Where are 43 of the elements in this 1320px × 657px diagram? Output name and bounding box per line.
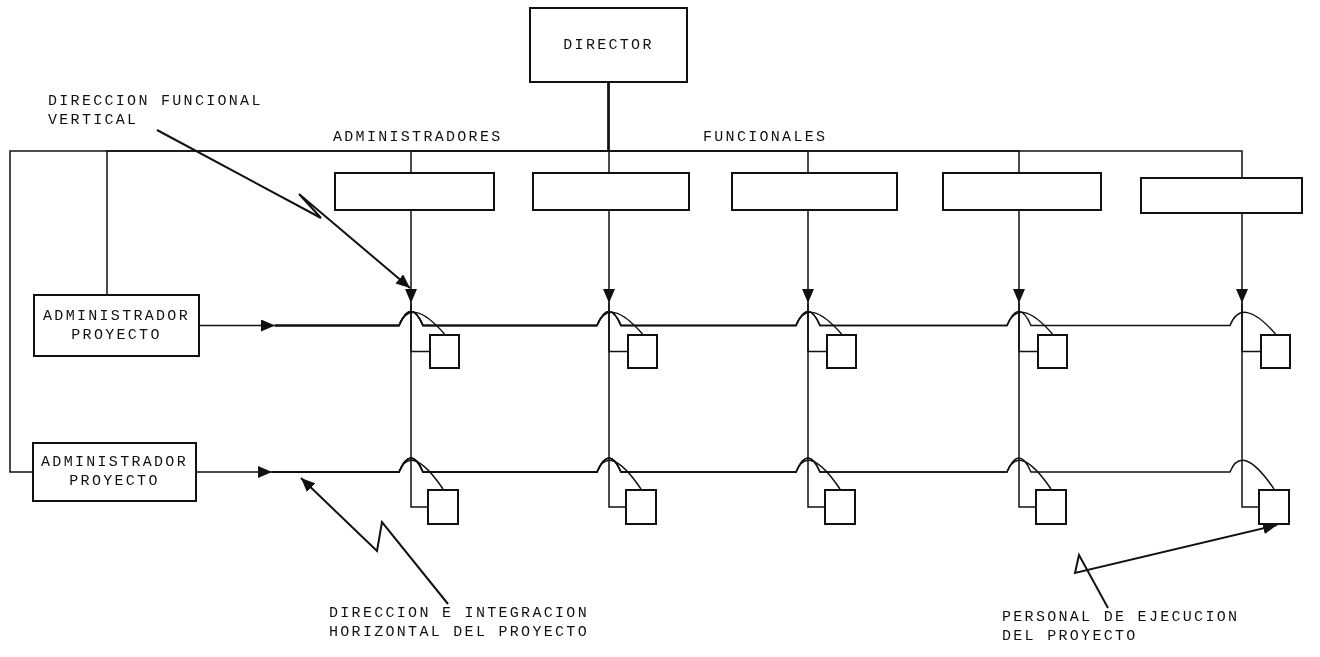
leader-line	[300, 477, 449, 605]
line-label: ADMINISTRADORES	[333, 130, 503, 146]
empty-box	[429, 334, 460, 369]
connector-line	[807, 302, 825, 508]
empty-box	[625, 489, 657, 525]
role-box	[33, 294, 200, 357]
connector-line	[271, 457, 1275, 490]
connector-line	[1018, 302, 1036, 508]
connector-line	[1013, 210, 1025, 304]
empty-box	[1260, 334, 1291, 369]
box-label: ADMINISTRADOR PROYECTO	[40, 453, 189, 491]
empty-box	[1035, 489, 1067, 525]
connector-line	[196, 466, 273, 478]
connector-line	[1241, 302, 1259, 508]
annotation-text: PERSONAL DE EJECUCION DEL PROYECTO	[1002, 608, 1264, 646]
empty-box	[334, 172, 495, 211]
line-label: FUNCIONALES	[703, 130, 828, 146]
connector-line	[410, 302, 428, 508]
leader-line	[156, 129, 411, 289]
connector-line	[274, 310, 1277, 335]
empty-box	[731, 172, 898, 211]
empty-box	[942, 172, 1102, 211]
connector-line	[199, 319, 276, 332]
role-box	[529, 7, 688, 83]
connector-line	[405, 210, 417, 304]
empty-box	[1140, 177, 1303, 214]
empty-box	[1258, 489, 1290, 525]
empty-box	[826, 334, 857, 369]
annotation-text: DIRECCION FUNCIONAL VERTICAL	[48, 92, 308, 130]
connector-line	[1236, 213, 1248, 304]
empty-box	[427, 489, 459, 525]
role-box	[32, 442, 197, 502]
connector-line	[802, 210, 814, 304]
empty-box	[824, 489, 856, 525]
box-label: DIRECTOR	[562, 35, 655, 55]
empty-box	[532, 172, 690, 211]
box-label: ADMINISTRADOR PROYECTO	[42, 306, 191, 345]
connector-line	[608, 302, 626, 508]
empty-box	[627, 334, 658, 369]
connector-line	[603, 210, 615, 304]
annotation-text: DIRECCION E INTEGRACION HORIZONTAL DEL PROYECTO	[329, 604, 609, 642]
connector-line	[9, 82, 610, 473]
empty-box	[1037, 334, 1068, 369]
